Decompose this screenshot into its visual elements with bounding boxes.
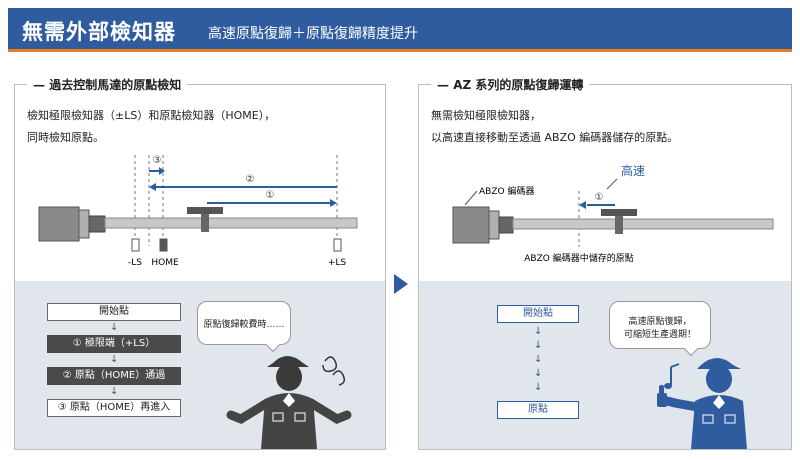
az-motor-body-icon — [452, 206, 490, 244]
home-label: HOME — [151, 258, 179, 268]
az-desc-line1: 無需檢知極限檢知器， — [431, 109, 541, 122]
flow-step3-box: ③ 原點（HOME）再進入 — [47, 399, 181, 417]
az-panel-title: — AZ 系列的原點復歸運轉 — [431, 76, 590, 93]
legacy-flow-area: 開始點 ↓ ① 極限端（+LS） ↓ ② 原點（HOME）通過 ↓ ③ 原點（H… — [15, 281, 385, 449]
legacy-title-text: 過去控制馬達的原點檢知 — [49, 78, 182, 92]
arrow-2-head — [149, 183, 156, 191]
plus-ls-sensor-icon — [333, 238, 342, 252]
az-flow-area: 開始點 ↓ ↓ ↓ ↓ ↓ 原點 高速原點復歸， 可縮短生產週期！ — [419, 281, 791, 449]
arrow-1-head — [330, 199, 337, 207]
confused-worker-icon — [226, 356, 352, 449]
flow-arrow-icon: ↓ — [534, 340, 543, 351]
legacy-homing-panel: — 過去控制馬達的原點檢知 檢知極限檢知器（±LS）和原點檢知器（HOME）， … — [14, 76, 386, 450]
az-arrow-1-label: ① — [595, 192, 604, 203]
flow-start-box: 開始點 — [47, 303, 181, 321]
az-bubble-line1: 高速原點復歸， — [628, 317, 692, 327]
abzo-encoder-label: ABZO 編碼器 — [479, 185, 534, 197]
arrow-3-head — [159, 167, 165, 175]
flow-arrow-icon: ↓ — [110, 386, 119, 397]
az-description: 無需檢知極限檢知器， 以高速直接移動至透過 ABZO 編碼器儲存的原點。 — [431, 105, 678, 149]
flow-arrow-icon: ↓ — [534, 326, 543, 337]
legacy-bubble-text: 原點復歸較費時…… — [203, 320, 285, 330]
ball-screw-icon — [104, 217, 358, 229]
arrow-3-label: ③ — [153, 155, 162, 166]
legacy-mechanism-diagram: ③ ② ① -LS HOME +LS — [38, 155, 358, 268]
az-ball-screw-icon — [512, 218, 774, 230]
az-title-dash: — — [437, 78, 454, 92]
az-title-text: AZ 系列的原點復歸運轉 — [453, 78, 584, 92]
plus-ls-label: +LS — [328, 258, 347, 268]
happy-worker-icon — [657, 358, 747, 449]
legacy-panel-title: — 過去控制馬達的原點檢知 — [27, 76, 188, 93]
az-speech-bubble: 高速原點復歸， 可縮短生產週期！ — [609, 301, 711, 357]
flow-arrow-icon: ↓ — [534, 368, 543, 379]
az-arrow-1-head — [579, 201, 586, 209]
az-bubble-line2: 可縮短生產週期！ — [623, 330, 696, 340]
flow-step2-box: ② 原點（HOME）通過 — [47, 367, 181, 385]
motor-body-icon — [38, 206, 80, 242]
az-slider-table-icon — [601, 209, 637, 216]
flow-step1-box: ① 極限端（+LS） — [47, 335, 181, 353]
minus-ls-label: -LS — [128, 258, 142, 268]
az-mechanism-diagram: ABZO 編碼器 高速 ① ABZO 編碼器中儲存的原點 — [452, 163, 774, 264]
right-triangle-arrow-icon — [394, 274, 408, 294]
legacy-title-dash: — — [33, 78, 50, 92]
page-subtitle: 高速原點復歸＋原點復歸精度提升 — [208, 26, 418, 42]
az-desc-line2: 以高速直接移動至透過 ABZO 編碼器儲存的原點。 — [431, 131, 679, 144]
legacy-speech-bubble: 原點復歸較費時…… — [197, 301, 291, 353]
header-banner: 無需外部檢知器 高速原點復歸＋原點復歸精度提升 — [8, 8, 792, 52]
legacy-desc-line2: 同時檢知原點。 — [27, 131, 104, 144]
stored-origin-label: ABZO 編碼器中儲存的原點 — [524, 252, 633, 264]
flow-arrow-icon: ↓ — [534, 382, 543, 393]
arrow-2-label: ② — [246, 174, 255, 185]
legacy-description: 檢知極限檢知器（±LS）和原點檢知器（HOME）， 同時檢知原點。 — [27, 105, 275, 149]
az-flow-start-box: 開始點 — [497, 305, 579, 323]
slider-table-icon — [187, 207, 223, 214]
legacy-desc-line1: 檢知極限檢知器（±LS）和原點檢知器（HOME）， — [27, 109, 276, 122]
az-homing-panel: — AZ 系列的原點復歸運轉 無需檢知極限檢知器， 以高速直接移動至透過 ABZ… — [418, 76, 792, 450]
flow-arrow-icon: ↓ — [110, 322, 119, 333]
flow-arrow-icon: ↓ — [534, 354, 543, 365]
page-title: 無需外部檢知器 — [22, 20, 176, 44]
minus-ls-sensor-icon — [131, 238, 140, 252]
home-sensor-icon — [159, 238, 168, 252]
az-flow-end-box: 原點 — [497, 401, 579, 419]
flow-arrow-icon: ↓ — [110, 354, 119, 365]
high-speed-label: 高速 — [621, 163, 645, 178]
arrow-1-label: ① — [266, 190, 275, 201]
